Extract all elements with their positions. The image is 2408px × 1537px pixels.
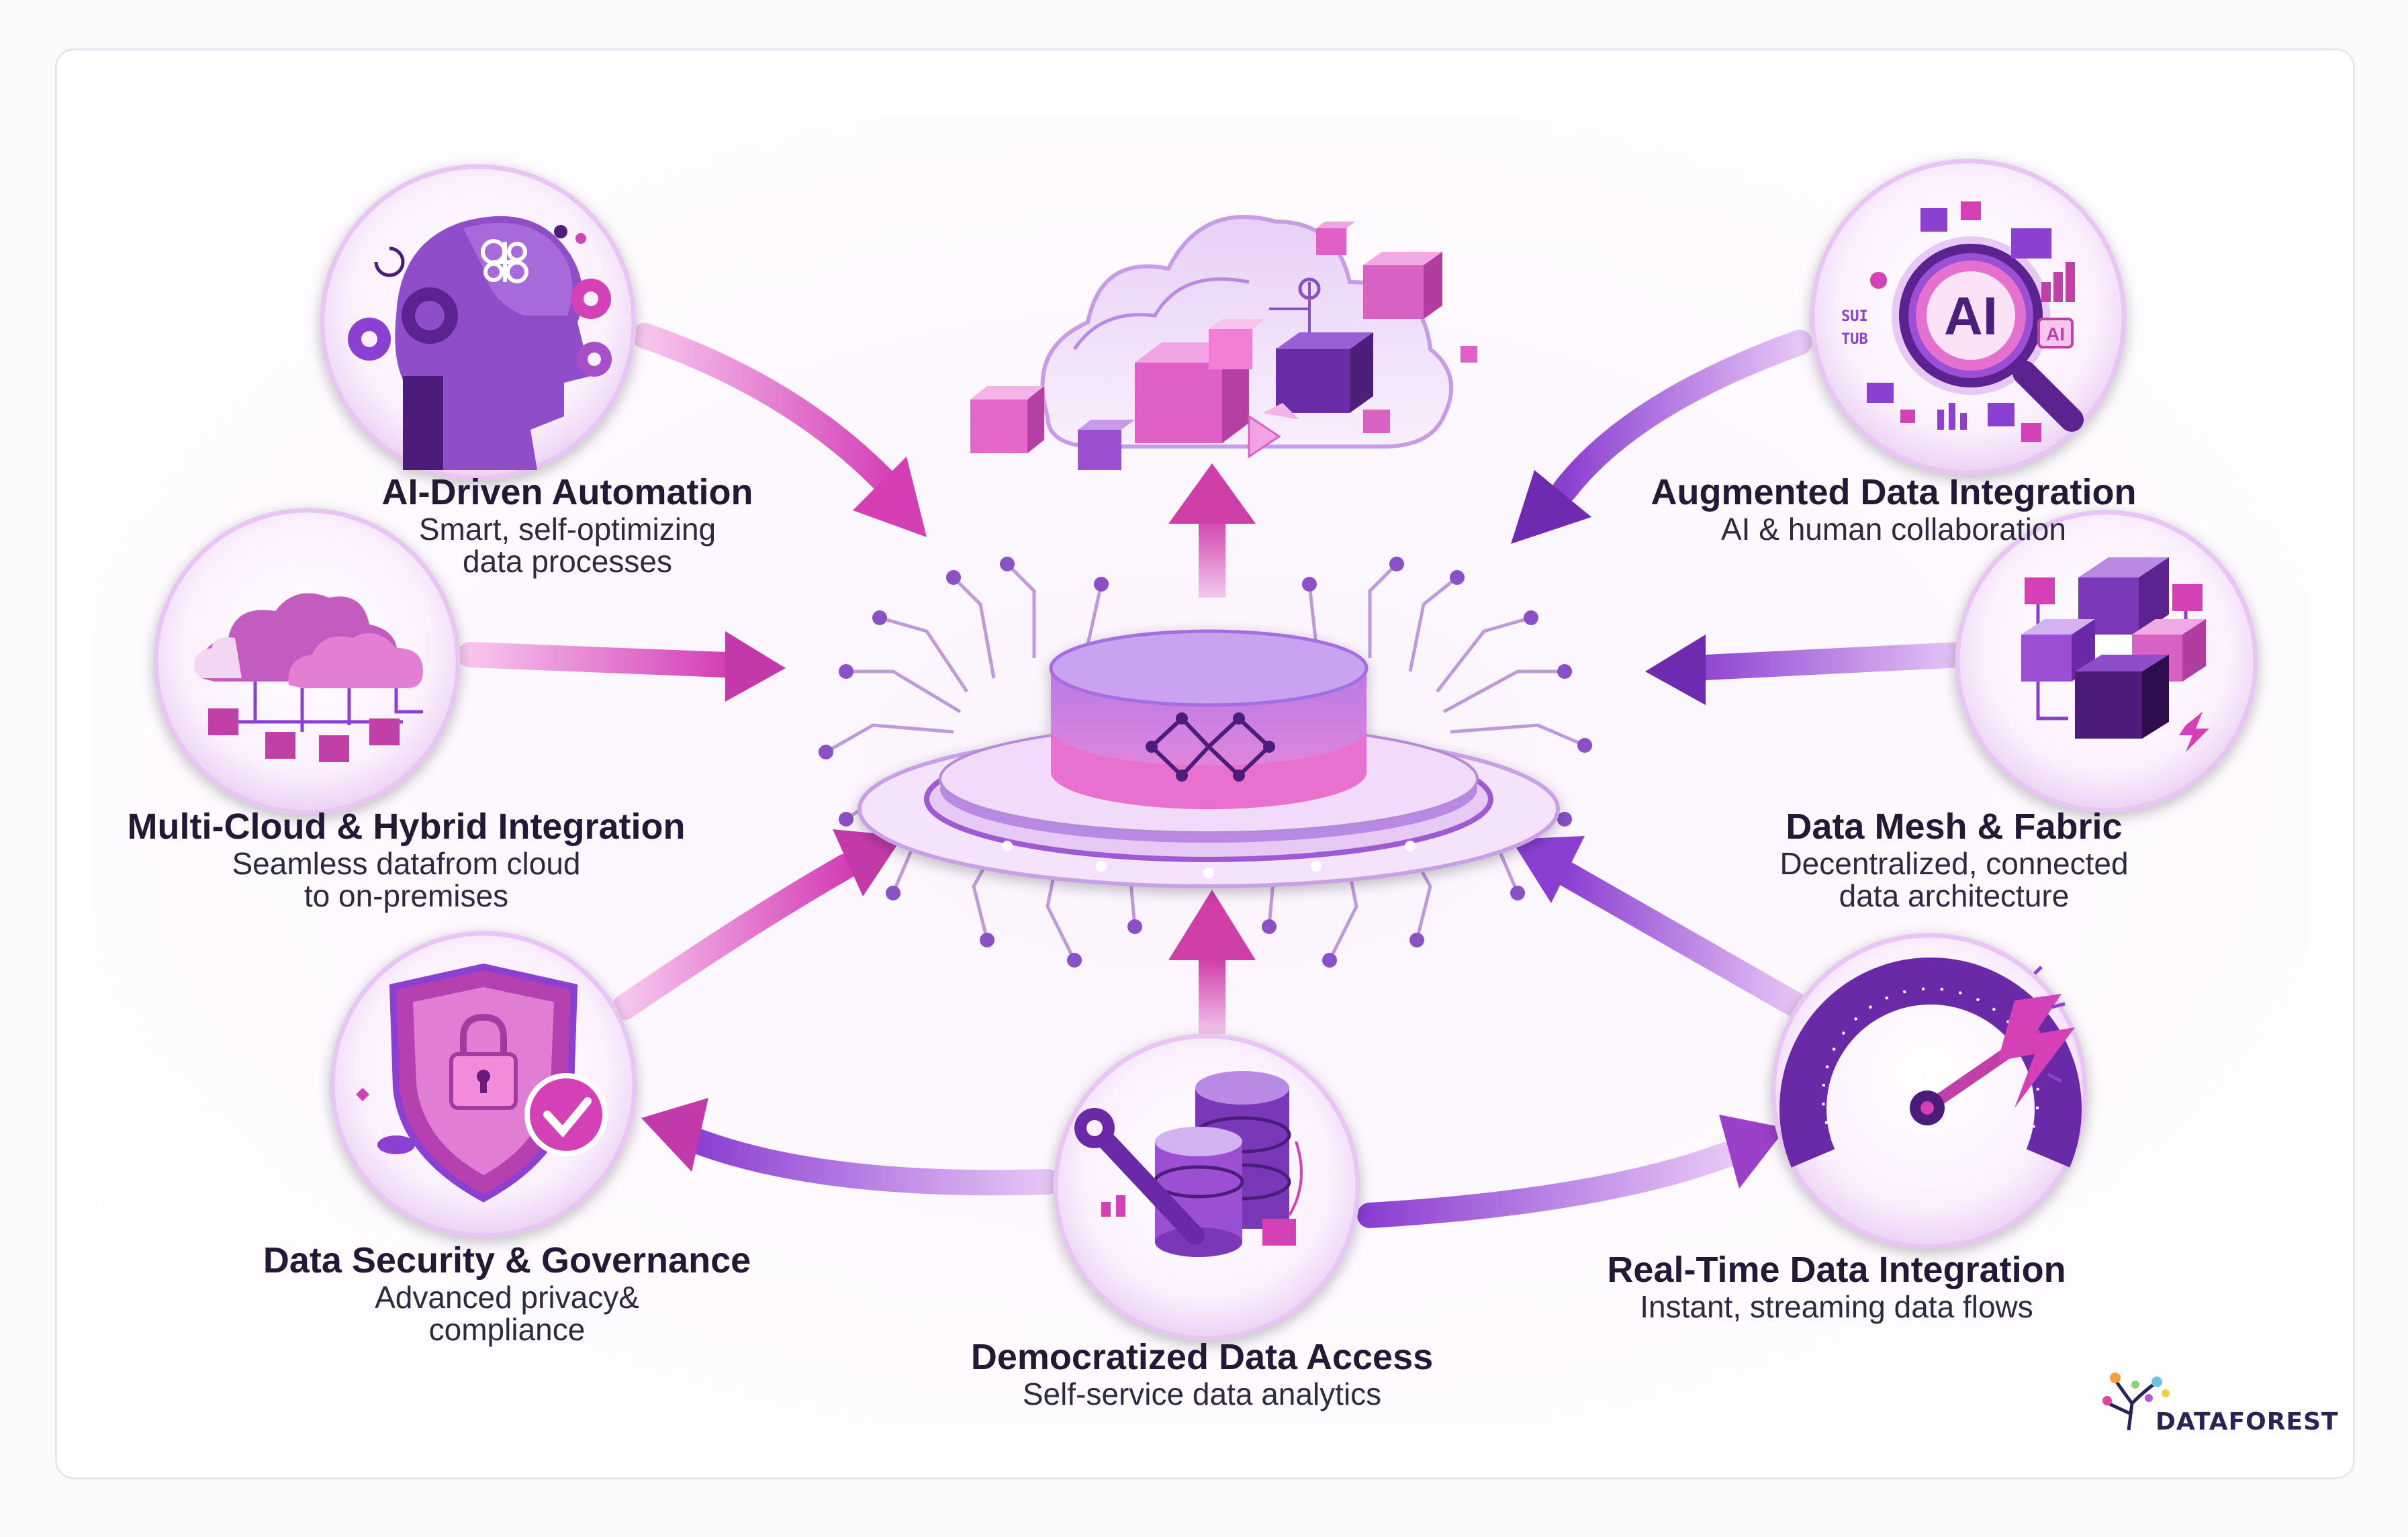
topic-subtitle: Advanced privacy& compliance xyxy=(375,1280,639,1348)
brand-logo[interactable]: DATAFOREST xyxy=(2102,1373,2338,1440)
topic-subtitle: Smart, self-optimizing data processes xyxy=(418,512,716,579)
arrow-security-to-hub xyxy=(612,829,903,1020)
arrow-access-to-security xyxy=(641,1098,1060,1196)
cube xyxy=(1209,319,1266,369)
ai-side-text: SUI TUB xyxy=(1841,308,1877,348)
cloud-cubes-icon xyxy=(970,215,1477,470)
dataforest-tree-logo-icon xyxy=(2102,1372,2170,1431)
topic-subtitle: AI & human collaboration xyxy=(1721,512,2066,547)
circuit-nodes xyxy=(819,557,1592,968)
cube xyxy=(2078,557,2169,635)
topic-data-mesh: Data Mesh & Fabric Decentralized, connec… xyxy=(1719,806,2189,913)
cube xyxy=(1316,222,1355,255)
brand-name: DATAFOREST xyxy=(2156,1408,2339,1436)
database-wrench-icon xyxy=(1053,1033,1360,1341)
cloud-network-icon xyxy=(153,508,461,815)
wrench-icon xyxy=(1074,1108,1205,1245)
cube xyxy=(1363,410,1390,433)
arrow-access-to-hub xyxy=(1168,890,1256,1034)
topic-title: Multi-Cloud & Hybrid Integration xyxy=(127,806,686,847)
topic-augmented: Augmented Data Integration AI & human co… xyxy=(1598,471,2189,545)
topic-multi-cloud-hybrid: Multi-Cloud & Hybrid Integration Seamles… xyxy=(94,806,719,913)
topic-ai-driven-automation: AI-Driven Automation Smart, self-optimiz… xyxy=(336,471,799,578)
topic-subtitle: Self-service data analytics xyxy=(1022,1377,1382,1412)
topic-subtitle: Decentralized, connected data architectu… xyxy=(1779,846,2129,914)
cube xyxy=(1078,420,1135,470)
cube xyxy=(2021,619,2095,682)
data-hub-platform-icon xyxy=(858,629,1560,888)
topic-title: Democratized Data Access xyxy=(970,1337,1434,1377)
topic-subtitle: Instant, streaming data flows xyxy=(1640,1289,2033,1325)
topic-title: AI-Driven Automation xyxy=(381,472,753,512)
arrow-access-to-realtime xyxy=(1357,1115,1786,1228)
arrow-multicloud-to-hub xyxy=(457,631,786,702)
cube xyxy=(2075,655,2169,739)
cube xyxy=(970,386,1044,453)
cube-mesh-icon xyxy=(1955,510,2258,813)
arrow-realtime-to-hub xyxy=(1511,836,1812,1020)
ai-side-text-line-2: TUB xyxy=(1841,331,1868,348)
arrow-hub-to-cloud xyxy=(1168,463,1256,598)
topic-democratized-access: Democratized Data Access Self-service da… xyxy=(920,1336,1484,1410)
ai-small-badge-text: AI xyxy=(2046,324,2065,344)
topic-title: Real-Time Data Integration xyxy=(1607,1250,2066,1290)
cube xyxy=(1461,346,1477,363)
checkmark-icon xyxy=(524,1073,608,1156)
topic-title: Data Mesh & Fabric xyxy=(1786,806,2123,847)
ai-side-text-line-1: SUI xyxy=(1841,308,1868,325)
gear-icon xyxy=(571,279,611,319)
shield-lock-icon xyxy=(330,931,637,1238)
topic-title: Data Security & Governance xyxy=(263,1240,751,1280)
topic-title: Augmented Data Integration xyxy=(1651,472,2137,512)
speedometer-lightning-icon xyxy=(1771,933,2088,1250)
gear-icon xyxy=(348,318,391,361)
arrow-mesh-to-hub xyxy=(1645,635,1974,705)
arrow-augmented-to-hub xyxy=(1511,330,1812,544)
ai-robot-head-icon xyxy=(320,164,637,481)
cube xyxy=(1276,332,1373,413)
arrow-ai-to-hub xyxy=(632,323,927,537)
gear-icon xyxy=(577,342,612,377)
cube xyxy=(1363,252,1442,319)
topic-real-time: Real-Time Data Integration Instant, stre… xyxy=(1558,1249,2115,1323)
ai-badge-text: AI xyxy=(1944,286,1998,346)
ai-magnifier-icon xyxy=(1810,158,2127,475)
topic-subtitle: Seamless datafrom cloud to on-premises xyxy=(232,846,581,914)
topic-data-security: Data Security & Governance Advanced priv… xyxy=(242,1240,772,1346)
